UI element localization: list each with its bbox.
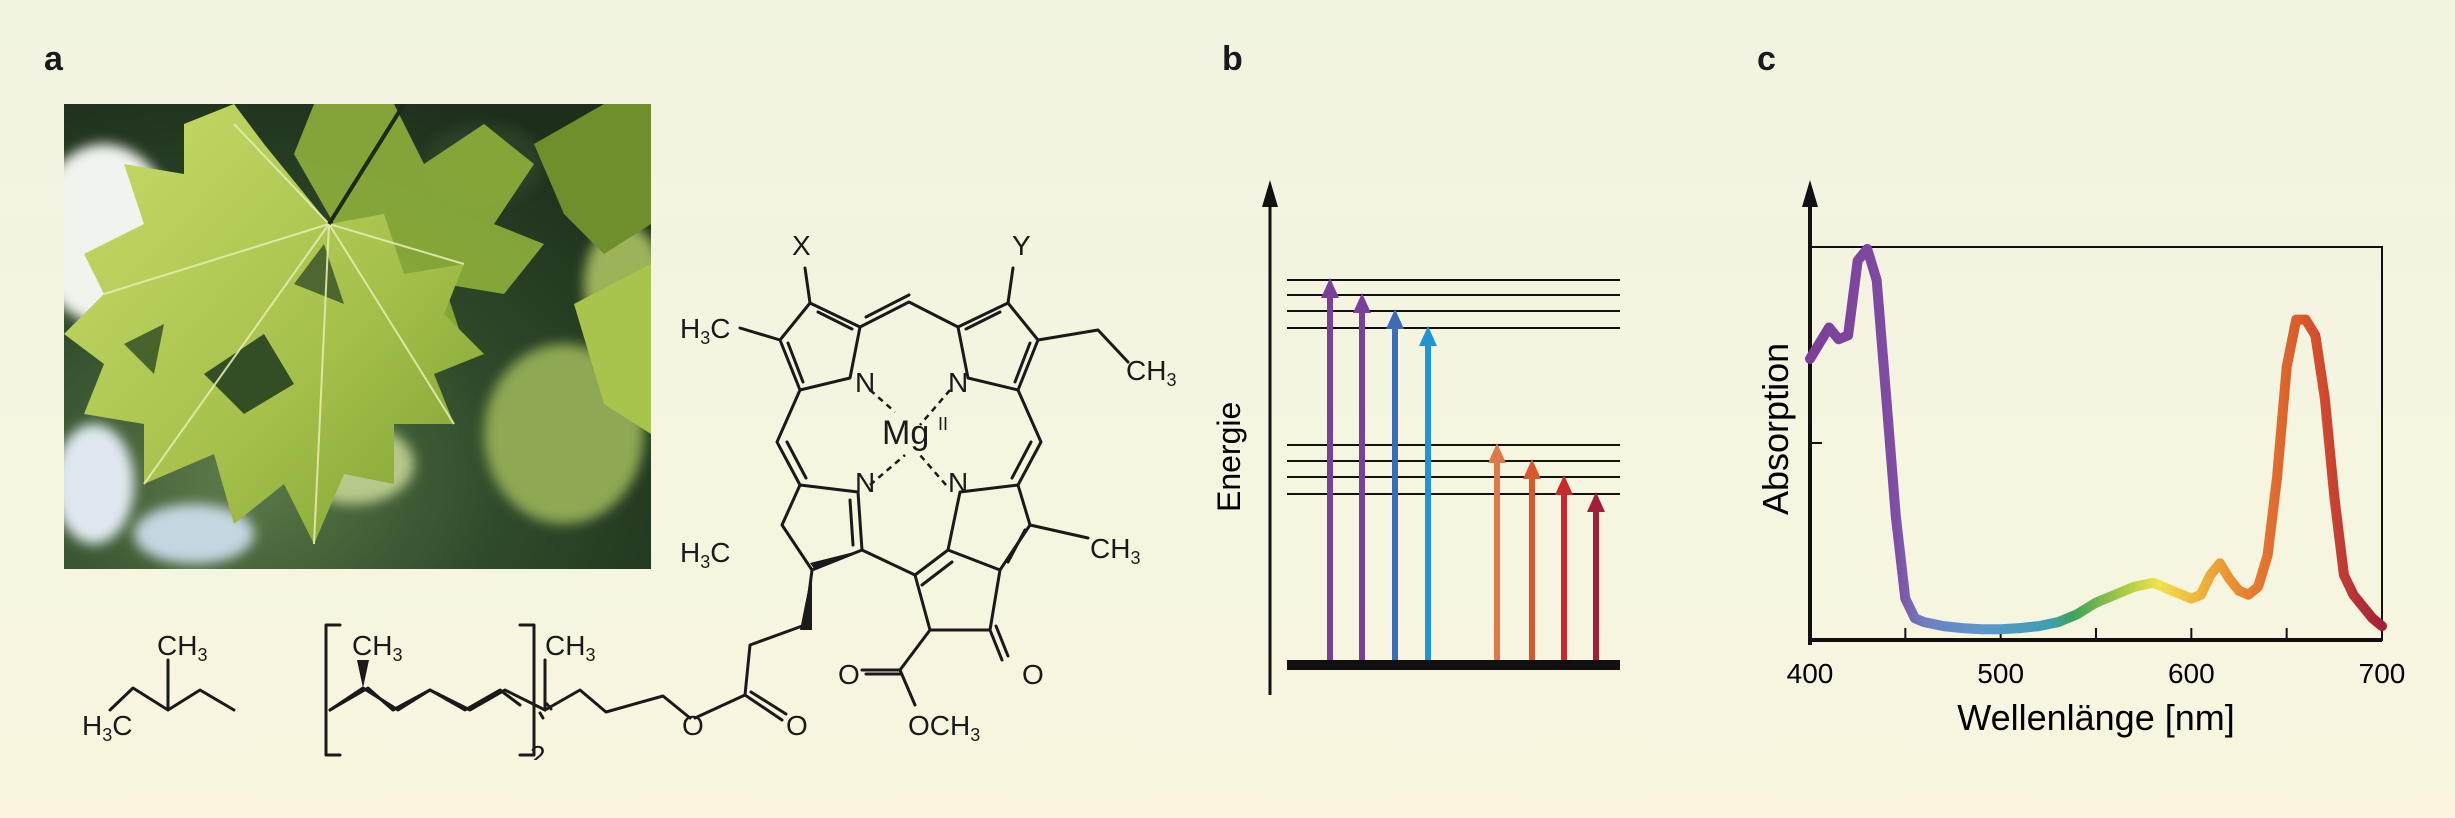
panel-label-b: b	[1222, 40, 1243, 78]
h3c-label: H	[82, 710, 102, 741]
panel-label-c: c	[1757, 40, 1776, 78]
mg-oxidation-state: II	[938, 414, 948, 434]
panel-label-a: a	[44, 40, 63, 78]
x-tick-label: 600	[2168, 658, 2215, 689]
red-absorption-arrow-head	[1587, 492, 1605, 512]
ground-state-level	[1287, 660, 1620, 670]
atom-mg: Mg	[882, 414, 929, 452]
svg-text:CH3: CH3	[352, 630, 402, 665]
y-axis-arrowhead	[1802, 180, 1818, 207]
x-axis-label: Wellenlänge [nm]	[1957, 697, 2235, 738]
red-absorption-arrow-head	[1488, 443, 1506, 463]
repeat-count: 2	[530, 740, 546, 760]
atom-n: N	[855, 367, 875, 398]
substituent-x: X	[792, 230, 811, 261]
y-axis-label: Absorption	[1755, 343, 1796, 515]
svg-text:CH3: CH3	[157, 630, 207, 665]
absorption-curve	[1805, 243, 2387, 635]
energy-level-diagram: Energie	[1211, 180, 1620, 695]
ch3-label: CH	[1126, 355, 1166, 386]
energy-axis-label: Energie	[1211, 402, 1247, 512]
svg-text:CH3: CH3	[1126, 355, 1176, 390]
ch3-label: CH	[157, 630, 197, 661]
chlorophyll-structure: N N N N Mg II X Y H3C CH3 CH3 H3C O O OC…	[82, 230, 1176, 760]
x-tick-label: 400	[1787, 658, 1834, 689]
plot-frame	[1809, 246, 2383, 641]
x-tick-label: 500	[1977, 658, 2024, 689]
svg-text:H3C: H3C	[82, 710, 132, 745]
blue-absorption-arrow-head	[1386, 309, 1404, 329]
maple-leaf-photo	[64, 104, 651, 569]
blue-absorption-arrow-head	[1353, 293, 1371, 313]
svg-text:OCH3: OCH3	[908, 710, 980, 745]
energy-axis-arrowhead	[1262, 180, 1278, 207]
red-absorption-arrow-head	[1555, 475, 1573, 495]
svg-text:CH3: CH3	[545, 630, 595, 665]
ester-oxygen: O	[838, 659, 860, 690]
structure-labels: N N N N Mg II X Y H3C CH3 CH3 H3C O O OC…	[82, 230, 1176, 760]
carbonyl-oxygen: O	[786, 710, 808, 741]
svg-text:CH3: CH3	[1090, 533, 1140, 568]
x-tick-label: 700	[2359, 658, 2406, 689]
substituent-y: Y	[1012, 230, 1031, 261]
ch3-label: CH	[1090, 533, 1130, 564]
atom-n: N	[855, 467, 875, 498]
atom-n: N	[948, 467, 968, 498]
absorption-spectrum: 400 500 600 700 Absorption Wellenlänge [nm]	[1755, 180, 2406, 738]
h3c-label: H	[680, 537, 700, 568]
h3c-label: H	[680, 313, 700, 344]
blue-absorption-arrow-head	[1321, 278, 1339, 298]
ch3-label: CH	[352, 630, 392, 661]
blue-absorption-arrow-head	[1419, 326, 1437, 346]
svg-text:H3C: H3C	[680, 537, 730, 572]
svg-text:H3C: H3C	[680, 313, 730, 348]
ester-link-oxygen: O	[682, 710, 704, 741]
excited-levels	[1287, 279, 1620, 495]
ketone-oxygen: O	[1022, 659, 1044, 690]
atom-n: N	[948, 367, 968, 398]
ch3-label: CH	[545, 630, 585, 661]
red-absorption-arrow-head	[1523, 459, 1541, 479]
och3-label: OCH	[908, 710, 970, 741]
